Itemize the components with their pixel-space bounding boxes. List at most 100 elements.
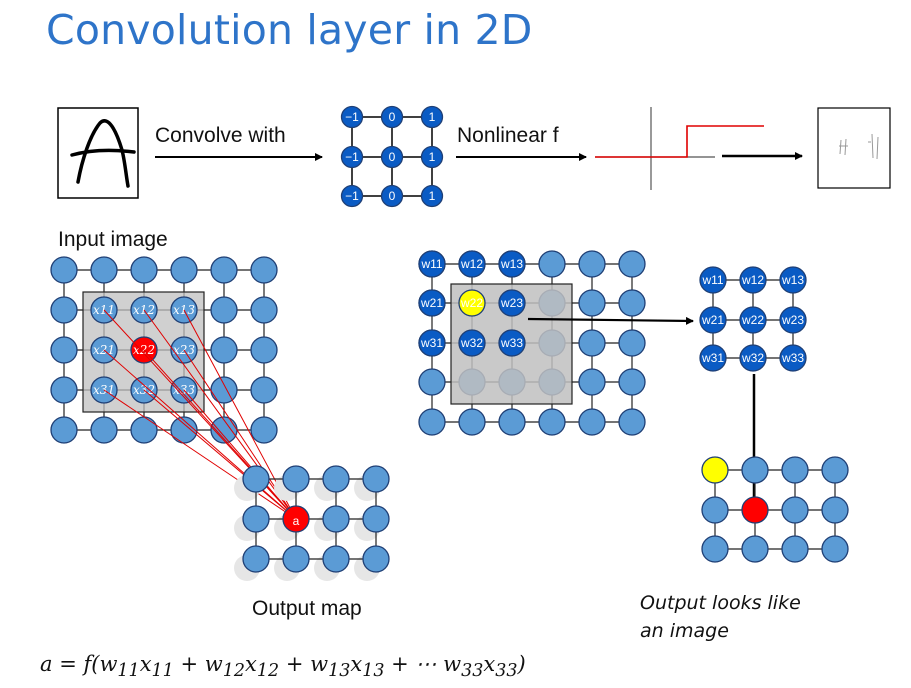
- input-node: [578, 368, 606, 396]
- output-node-a: [282, 505, 310, 533]
- output-node: [362, 505, 390, 533]
- w-label: w33: [500, 336, 523, 350]
- left-output-grid: a: [234, 465, 390, 581]
- kernel-node: [380, 184, 404, 208]
- output-node: [322, 505, 350, 533]
- input-node: [458, 408, 486, 436]
- convolve-label: Convolve with: [155, 124, 286, 147]
- input-node: [130, 416, 158, 444]
- kernel-value: −1: [345, 110, 359, 124]
- w-label: w33: [781, 351, 804, 365]
- kernel-node: [340, 105, 364, 129]
- weight-node: [418, 289, 446, 317]
- w22-node: [458, 289, 486, 317]
- output-caption-line2: an image: [640, 620, 729, 642]
- input-node: [50, 296, 78, 324]
- w-label: w31: [420, 336, 443, 350]
- input-image-label: Input image: [58, 228, 168, 251]
- output-node: [362, 545, 390, 573]
- output-node: [322, 465, 350, 493]
- weight-node: [779, 266, 807, 294]
- output-node: [701, 496, 729, 524]
- output-node: [362, 465, 390, 493]
- output-node: [781, 456, 809, 484]
- weight-node: [498, 329, 526, 357]
- weight-node: [739, 344, 767, 372]
- output-node: [242, 465, 270, 493]
- weight-node: [458, 329, 486, 357]
- kernel-value: −1: [345, 150, 359, 164]
- kernel-node: [420, 145, 444, 169]
- output-node: [322, 545, 350, 573]
- input-node: [210, 256, 238, 284]
- weight-node: [779, 344, 807, 372]
- output-node: [781, 535, 809, 563]
- input-node: [170, 256, 198, 284]
- kernel-value: −1: [345, 189, 359, 203]
- weight-node: [739, 266, 767, 294]
- input-node: [418, 408, 446, 436]
- w-label: w23: [781, 313, 804, 327]
- input-node: [578, 329, 606, 357]
- connection-line: [103, 349, 297, 520]
- kernel-node: [340, 184, 364, 208]
- input-node: [618, 250, 646, 278]
- input-node: [210, 296, 238, 324]
- input-node: [618, 329, 646, 357]
- input-node: [578, 408, 606, 436]
- step-function-plot: [595, 107, 764, 190]
- input-node: [578, 289, 606, 317]
- kernel-node: [420, 105, 444, 129]
- w-label: w12: [460, 257, 483, 271]
- output-node: [741, 456, 769, 484]
- kernel-value: 0: [389, 150, 396, 164]
- right-output-grid: [701, 456, 849, 563]
- weight-node: [458, 250, 486, 278]
- output-caption-line1: Output looks like: [640, 592, 801, 614]
- input-node: [538, 408, 566, 436]
- input-node: [250, 296, 278, 324]
- connection-line: [143, 309, 297, 520]
- input-letter-box: [57, 107, 139, 199]
- kernel-value: 1: [429, 189, 436, 203]
- w-label: w11: [420, 257, 442, 271]
- w-label: w21: [701, 313, 724, 327]
- output-node-label: a: [293, 514, 300, 528]
- output-node: [242, 505, 270, 533]
- w-label: w13: [500, 257, 523, 271]
- input-node: [250, 336, 278, 364]
- w-label: w23: [500, 296, 523, 310]
- connection-line: [103, 389, 297, 520]
- w-label: w32: [741, 351, 764, 365]
- formula: a = f(w11x11 + w12x12 + w13x13 + ⋯ w33x3…: [40, 652, 526, 682]
- output-node: [821, 496, 849, 524]
- input-node: [50, 336, 78, 364]
- weight-node: [498, 289, 526, 317]
- input-node: [538, 250, 566, 278]
- output-feature-box: [817, 107, 891, 189]
- input-node: [50, 416, 78, 444]
- input-node: [498, 408, 526, 436]
- kernel-node: [340, 145, 364, 169]
- input-node: [250, 416, 278, 444]
- kernel-value: 0: [389, 189, 396, 203]
- page-title: Convolution layer in 2D: [46, 6, 533, 54]
- output-node: [701, 535, 729, 563]
- weight-node: [418, 329, 446, 357]
- output-node: [282, 465, 310, 493]
- input-node: [578, 250, 606, 278]
- input-node: [130, 256, 158, 284]
- weight-node: [739, 306, 767, 334]
- w-label: w22: [741, 313, 764, 327]
- weight-node: [498, 250, 526, 278]
- window-to-weights-arrow: [527, 316, 694, 325]
- weight-node: [699, 344, 727, 372]
- input-node: [50, 376, 78, 404]
- nonlinear-label: Nonlinear f: [457, 124, 559, 147]
- weight-node: [779, 306, 807, 334]
- w-label: w13: [781, 273, 804, 287]
- weight-node: [699, 306, 727, 334]
